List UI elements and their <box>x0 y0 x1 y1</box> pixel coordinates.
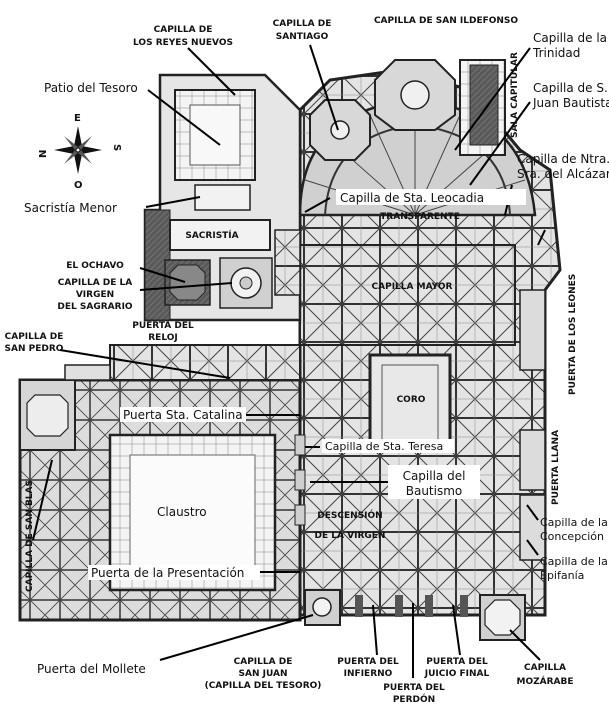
label-alcazar-line2: Sra. del Alcázar <box>517 167 609 181</box>
label-infierno-line1: PUERTA DEL <box>337 657 399 667</box>
label-reyes-nuevos-line2: LOS REYES NUEVOS <box>133 38 233 48</box>
label-epifania-line2: Epifanía <box>540 569 584 582</box>
label-sta-teresa: Capilla de Sta. Teresa <box>325 440 443 453</box>
label-transparente: TRANSPARENTE <box>380 212 460 222</box>
label-san-juan-line2: SAN JUAN <box>239 669 288 679</box>
label-puerta-llana: PUERTA LLANA <box>551 430 561 505</box>
label-juicio-line1: PUERTA DEL <box>426 657 488 667</box>
label-trinidad-line2: Trinidad <box>532 46 580 60</box>
label-claustro: Claustro <box>157 505 207 519</box>
label-capilla-mayor: CAPILLA MAYOR <box>372 282 453 292</box>
label-virgen-sagrario-line2: VIRGEN <box>76 290 114 300</box>
label-san-ildefonso: CAPILLA DE SAN ILDEFONSO <box>374 16 518 26</box>
label-perdon-line1: PUERTA DEL <box>383 683 445 693</box>
san-ildefonso-octagon <box>374 59 456 131</box>
label-mozarabe-line2: MOZÁRABE <box>516 675 573 687</box>
label-san-pedro-line2: SAN PEDRO <box>5 344 64 354</box>
santiago-octagon <box>309 99 371 161</box>
label-virgen-sagrario-line1: CAPILLA DE LA <box>58 278 133 288</box>
compass-east: E <box>74 113 81 124</box>
label-virgen-sagrario-line3: DEL SAGRARIO <box>57 302 132 312</box>
label-san-juan-line3: (CAPILLA DEL TESORO) <box>205 681 322 691</box>
label-bautismo-line2: Bautismo <box>406 484 463 498</box>
compass-north: N <box>38 150 49 158</box>
label-san-blas: CAPILLA DE SAN BLAS <box>25 480 35 592</box>
label-puerta-reloj-line1: PUERTA DEL <box>132 321 194 331</box>
label-santiago-line2: SANTIAGO <box>276 32 329 42</box>
sacristia-hall <box>169 219 271 251</box>
label-coro: CORO <box>397 395 426 405</box>
label-san-juan-bautista-line2: Juan Bautista <box>532 96 609 110</box>
label-descension-line2: DE LA VIRGEN <box>315 531 386 541</box>
san-juan-chapel <box>304 589 341 626</box>
label-epifania-line1: Capilla de la <box>540 555 608 568</box>
label-infierno-line2: INFIERNO <box>344 669 393 679</box>
label-sala-capitular: SALA CAPITULAR <box>510 52 520 138</box>
label-concepcion-line1: Capilla de la <box>540 516 608 529</box>
west-facade <box>355 595 468 617</box>
label-alcazar-line1: Capilla de Ntra. <box>517 152 609 166</box>
label-san-juan-bautista-line1: Capilla de S. <box>533 81 608 95</box>
capilla-mayor-vault <box>299 244 516 346</box>
compass-south: S <box>111 144 122 151</box>
label-mollete: Puerta del Mollete <box>37 662 146 676</box>
label-sta-leocadia: Capilla de Sta. Leocadia <box>340 191 484 205</box>
label-puerta-leones: PUERTA DE LOS LEONES <box>568 274 578 395</box>
coro-enclosure <box>368 353 452 452</box>
leader-lines <box>32 44 546 678</box>
label-trinidad-line1: Capilla de la <box>533 31 607 45</box>
label-sacristia-menor: Sacristía Menor <box>24 201 117 215</box>
label-presentacion: Puerta de la Presentación <box>91 566 244 580</box>
label-reyes-nuevos-line1: CAPILLA DE <box>154 25 213 35</box>
label-sta-catalina: Puerta Sta. Catalina <box>123 408 243 422</box>
label-descension-line1: DESCENSIÓN <box>317 509 382 521</box>
compass-rose <box>54 126 102 174</box>
sacristia-menor-room <box>194 184 251 211</box>
label-patio-tesoro: Patio del Tesoro <box>44 81 138 95</box>
label-san-juan-line1: CAPILLA DE <box>234 657 293 667</box>
label-perdon-line2: PERDÓN <box>393 693 435 705</box>
label-santiago-line1: CAPILLA DE <box>273 19 332 29</box>
label-concepcion-line2: Concepción <box>540 530 604 543</box>
label-sacristia: SACRISTÍA <box>185 229 238 241</box>
compass-west: O <box>74 180 83 191</box>
ochavo-chamber <box>164 259 211 306</box>
label-san-pedro-line1: CAPILLA DE <box>5 332 64 342</box>
label-el-ochavo: EL OCHAVO <box>66 261 124 271</box>
mozarabe-chapel <box>479 594 526 641</box>
label-mozarabe-line1: CAPILLA <box>524 663 566 673</box>
label-juicio-line2: JUICIO FINAL <box>424 669 490 679</box>
label-bautismo-line1: Capilla del <box>403 469 466 483</box>
label-puerta-reloj-line2: RELOJ <box>148 333 178 343</box>
